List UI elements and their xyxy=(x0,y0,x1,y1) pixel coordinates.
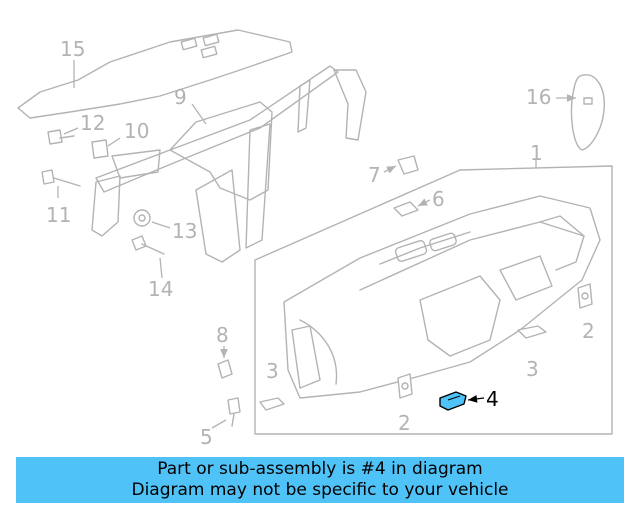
part-11-bolt xyxy=(41,169,81,198)
callout-4: 4 xyxy=(486,387,499,411)
part-4-highlighted[interactable] xyxy=(439,391,485,411)
callout-14: 14 xyxy=(148,277,173,301)
part-2-clip-center xyxy=(397,373,413,399)
callout-3-right: 3 xyxy=(526,357,539,381)
callout-16: 16 xyxy=(526,85,551,109)
callout-13: 13 xyxy=(172,219,197,243)
parts-diagram: 1 2 2 3 3 4 5 6 7 8 9 10 11 12 13 14 15 … xyxy=(17,29,613,449)
part-13-nut xyxy=(133,209,171,229)
part-16-side-cover xyxy=(556,74,605,151)
callout-6: 6 xyxy=(432,187,445,211)
callout-2-center: 2 xyxy=(398,411,411,435)
part-9-hanger-beam xyxy=(91,65,367,263)
callout-7: 7 xyxy=(368,163,381,187)
callout-8: 8 xyxy=(216,323,229,347)
callout-5: 5 xyxy=(200,425,213,449)
part-3-pad-left xyxy=(259,397,285,411)
callout-12: 12 xyxy=(80,111,105,135)
callout-2-right: 2 xyxy=(582,319,595,343)
part-10-clip xyxy=(91,137,121,159)
part-15-bracket xyxy=(17,29,293,119)
banner-line-part-number: Part or sub-assembly is #4 in diagram xyxy=(157,459,483,479)
callout-3-left: 3 xyxy=(266,359,279,383)
callout-labels: 1 2 2 3 3 4 5 6 7 8 9 10 11 12 13 14 15 … xyxy=(46,37,595,449)
part-6-switch xyxy=(393,198,431,217)
callout-1: 1 xyxy=(530,141,543,165)
callout-10: 10 xyxy=(124,119,149,143)
part-1-instrument-panel xyxy=(254,160,613,435)
callout-9: 9 xyxy=(174,85,187,109)
part-3-pad-right xyxy=(517,325,547,339)
callout-15: 15 xyxy=(60,37,85,61)
part-5-bolt xyxy=(211,397,241,429)
part-8-clip xyxy=(217,346,233,379)
part-2-clip-right xyxy=(577,283,593,309)
part-12-bolt xyxy=(47,127,79,145)
banner-line-disclaimer: Diagram may not be specific to your vehi… xyxy=(131,480,509,500)
part-14-bolt xyxy=(131,235,165,279)
part-7-clip xyxy=(383,155,419,175)
info-banner: Part or sub-assembly is #4 in diagram Di… xyxy=(16,457,624,503)
callout-11: 11 xyxy=(46,203,71,227)
